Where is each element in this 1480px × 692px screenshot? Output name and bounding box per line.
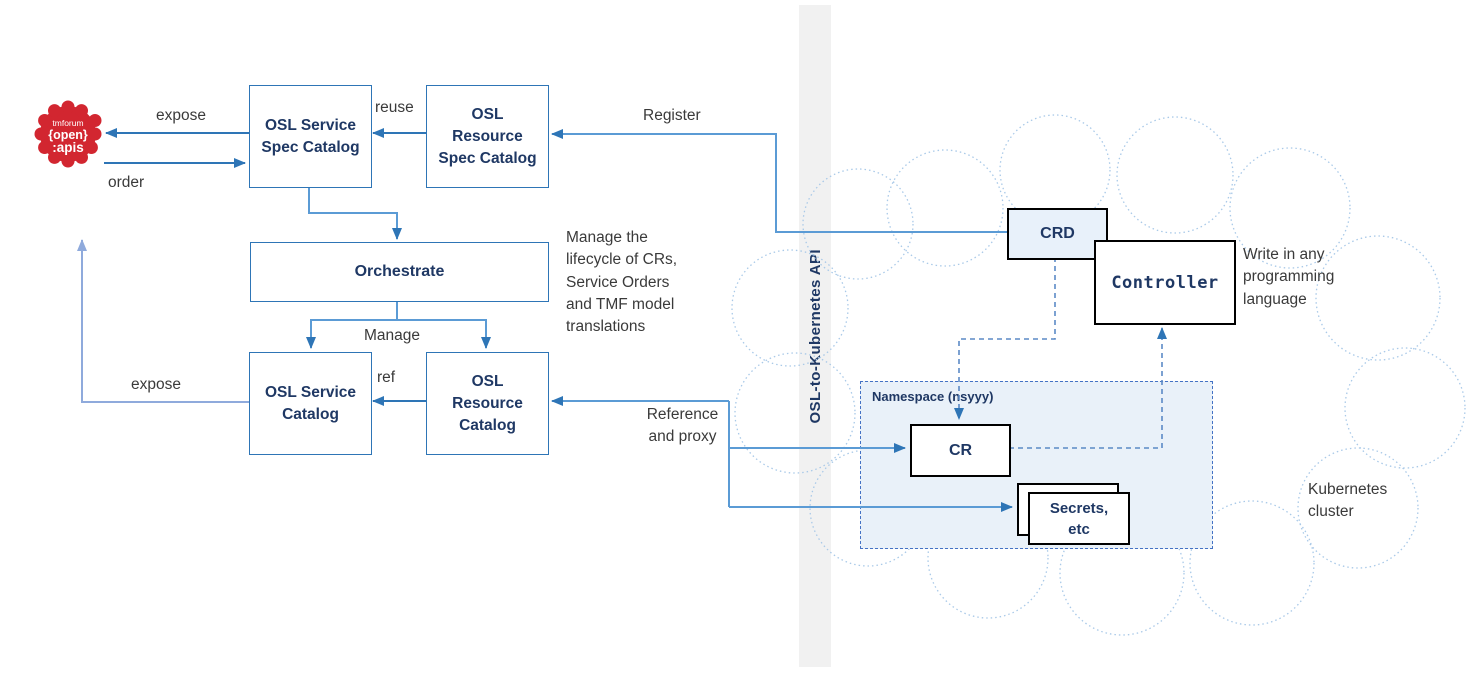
box-osl-service-spec-catalog: OSL Service Spec Catalog (249, 85, 372, 188)
label-reuse: reuse (375, 99, 414, 116)
edge-cr-to-controller-dashed (1009, 327, 1167, 449)
box-osl-resource-catalog: OSL Resource Catalog (426, 352, 549, 455)
box-crd: CRD (1007, 208, 1108, 260)
box-secrets: Secrets, etc (1028, 492, 1130, 545)
label-expose-left: expose (131, 376, 181, 393)
osl-to-kubernetes-api-bar: OSL-to-Kubernetes API (799, 5, 831, 667)
box-orchestrate: Orchestrate (250, 242, 549, 302)
label-reference-proxy: Reference and proxy (646, 406, 719, 446)
label-register: Register (643, 107, 701, 124)
label-order: order (108, 174, 145, 191)
edge-crd-to-cr-dashed (954, 257, 1056, 420)
box-osl-service-catalog: OSL Service Catalog (249, 352, 372, 455)
box-osl-resource-spec-catalog: OSL Resource Spec Catalog (426, 85, 549, 188)
logo-line2: {open} (48, 128, 88, 142)
edge-manage-right (396, 301, 491, 349)
tmforum-openapis-logo: tmforum {open} :apis (34, 100, 102, 168)
box-cr: CR (910, 424, 1011, 477)
logo-line3: :apis (52, 140, 84, 155)
label-ref: ref (377, 369, 396, 386)
edge-register (551, 129, 1007, 233)
edge-expose-left (77, 239, 249, 403)
annotation-kubernetes-cluster: Kubernetes cluster (1308, 481, 1388, 521)
box-controller: Controller (1094, 240, 1236, 325)
label-expose-top: expose (156, 107, 206, 124)
namespace-label: Namespace (nsyyy) (872, 389, 994, 404)
edge-spec-to-orchestrate (308, 186, 402, 240)
label-manage: Manage (364, 327, 421, 344)
logo-line1: tmforum (52, 118, 83, 128)
annotation-write-any-language: Write in any programming language (1243, 246, 1335, 308)
annotation-manage-lifecycle: Manage the lifecycle of CRs, Service Ord… (566, 229, 678, 336)
